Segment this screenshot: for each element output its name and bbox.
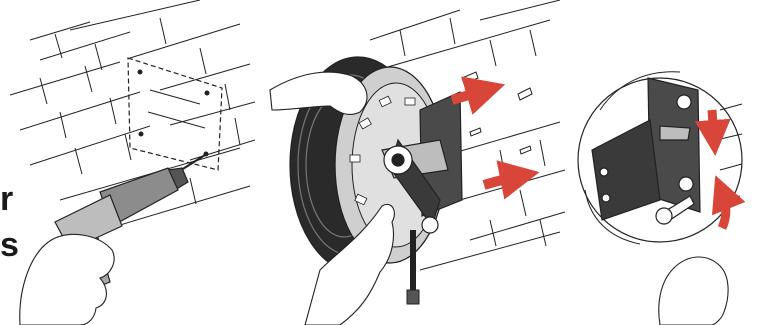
- step-mount-reel: [270, 0, 565, 325]
- side-text-line-2: s: [0, 226, 19, 264]
- hand-icon: [20, 234, 114, 325]
- step-drill-wall: [10, 0, 255, 325]
- step-tighten-bolts: [578, 72, 742, 325]
- template-plate-icon: [128, 58, 222, 170]
- arrow-icon: [452, 90, 520, 185]
- side-text-line-1: r: [0, 180, 13, 218]
- screw-icon: [462, 72, 532, 154]
- hand-icon: [659, 257, 728, 325]
